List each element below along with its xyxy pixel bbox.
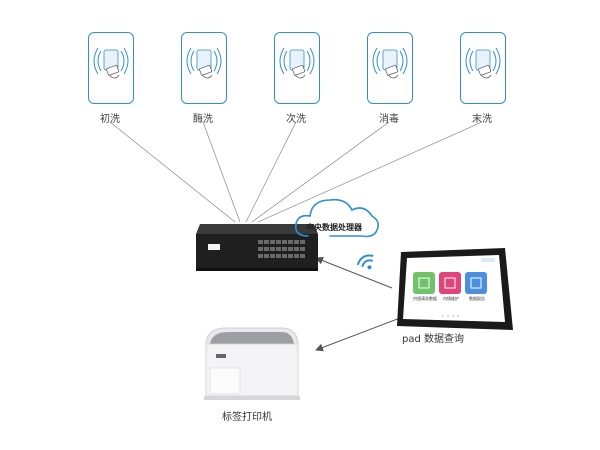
tablet-pad bbox=[397, 248, 513, 330]
line-station-4 bbox=[251, 121, 390, 223]
rfid-reader-5 bbox=[460, 32, 506, 104]
card-reader-icon bbox=[465, 47, 501, 79]
station-label-2: 酶洗 bbox=[193, 114, 213, 125]
card-reader-icon bbox=[372, 47, 408, 79]
card-reader-icon bbox=[93, 47, 129, 79]
pad-label: pad 数据查询 bbox=[402, 334, 465, 345]
tile-label-2: 内镜维护 bbox=[443, 296, 459, 301]
rfid-reader-3 bbox=[274, 32, 320, 104]
line-station-5 bbox=[257, 121, 483, 223]
station-label-1: 初洗 bbox=[100, 114, 120, 125]
rfid-reader-1 bbox=[88, 32, 134, 104]
printer-label: 标签打印机 bbox=[222, 412, 272, 423]
arrow-pad-to-printer bbox=[315, 317, 401, 352]
tablet-logo-icon bbox=[481, 258, 495, 262]
switch-logo-icon bbox=[208, 244, 220, 250]
network-switch bbox=[196, 224, 318, 271]
wifi-icon bbox=[356, 254, 374, 270]
label-printer bbox=[204, 327, 300, 400]
station-label-3: 次洗 bbox=[286, 114, 306, 125]
cloud-label: 中央数据处理器 bbox=[306, 223, 362, 232]
line-station-1 bbox=[109, 121, 236, 223]
card-reader-icon bbox=[186, 47, 222, 79]
station-label-5: 末洗 bbox=[472, 114, 492, 125]
tile-label-3: 数据报告 bbox=[469, 296, 485, 301]
line-station-3 bbox=[245, 121, 297, 223]
cloud-icon bbox=[294, 198, 380, 238]
tile-label-1: 内镜清洗数据 bbox=[413, 296, 437, 301]
line-station-2 bbox=[202, 121, 241, 223]
station-label-4: 消毒 bbox=[379, 114, 399, 125]
tile-icon-1 bbox=[413, 272, 435, 294]
card-reader-icon bbox=[279, 47, 315, 79]
tile-icon-3 bbox=[465, 272, 487, 294]
tile-icon-2 bbox=[439, 272, 461, 294]
printer-logo-icon bbox=[216, 354, 226, 358]
rfid-reader-4 bbox=[367, 32, 413, 104]
arrow-pad-to-switch bbox=[315, 256, 393, 289]
rfid-reader-2 bbox=[181, 32, 227, 104]
